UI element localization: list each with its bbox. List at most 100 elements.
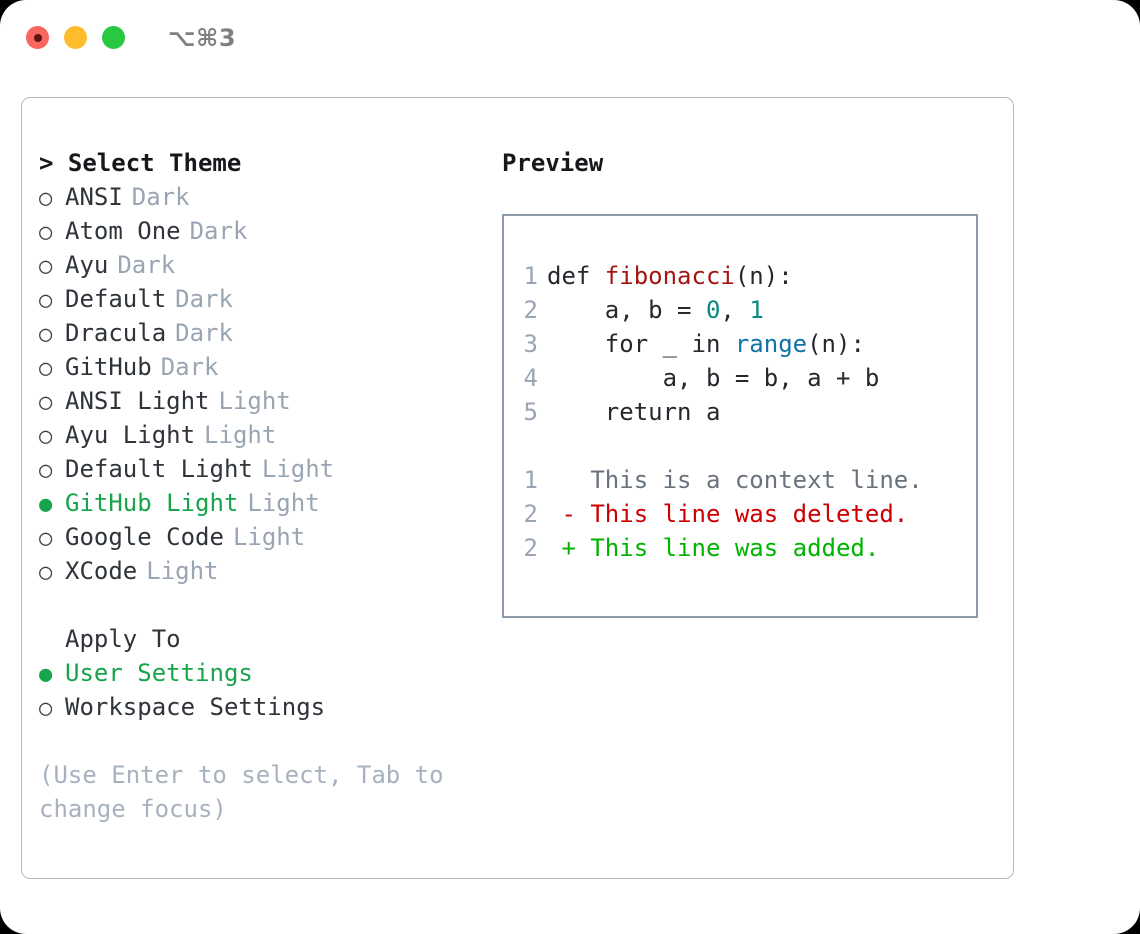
diff-line: 1 This is a context line. <box>504 463 976 497</box>
diff-line: 2 - This line was deleted. <box>504 497 976 531</box>
theme-item-variant: Light <box>218 387 291 415</box>
theme-item-variant: Dark <box>175 285 233 313</box>
code-line-number: 3 <box>523 330 538 358</box>
code-line: 3 for _ in range(n): <box>504 327 976 361</box>
apply-to-item[interactable]: ○ Workspace Settings <box>39 690 509 724</box>
apply-to-header-label: Apply To <box>65 625 181 653</box>
apply-to-item-label: Workspace Settings <box>65 693 326 721</box>
code-line-number: 2 <box>523 296 538 324</box>
apply-to-item[interactable]: ● User Settings <box>39 656 509 690</box>
radio-unselected-icon: ○ <box>39 186 53 211</box>
theme-item[interactable]: ○ Atom One Dark <box>39 214 509 248</box>
diff-line-number: 2 <box>523 534 538 562</box>
close-button[interactable] <box>26 26 49 49</box>
maximize-button[interactable] <box>102 26 125 49</box>
radio-unselected-icon: ○ <box>39 220 53 245</box>
theme-item[interactable]: ○ Dracula Dark <box>39 316 509 350</box>
code-line: 2 a, b = 0, 1 <box>504 293 976 327</box>
theme-item-variant: Light <box>247 489 320 517</box>
diff-line-content-added: + This line was added. <box>547 534 880 562</box>
code-line-content: return a <box>547 395 721 429</box>
code-token-plain: a, b = <box>547 296 706 324</box>
theme-item-label: GitHub Light <box>65 489 239 517</box>
keyboard-hint: (Use Enter to select, Tab to change focu… <box>39 761 444 823</box>
radio-unselected-icon: ○ <box>39 288 53 313</box>
theme-item-label: ANSI Light <box>65 387 210 415</box>
theme-item-label: Default Light <box>65 455 253 483</box>
radio-unselected-icon: ○ <box>39 696 53 721</box>
select-theme-header-label: > Select Theme <box>39 149 242 177</box>
window-controls <box>26 26 125 49</box>
theme-item-label: Atom One <box>65 217 181 245</box>
theme-item-label: Ayu Light <box>65 421 196 449</box>
diff-line: 2 + This line was added. <box>504 531 976 565</box>
code-token-plain: (n): <box>734 262 793 290</box>
apply-to-list[interactable]: ● User Settings ○ Workspace Settings <box>39 656 509 724</box>
theme-item-variant: Light <box>146 557 219 585</box>
code-line: 1 def fibonacci(n): <box>504 259 976 293</box>
diff-line-content-deleted: - This line was deleted. <box>547 500 909 528</box>
theme-item-label: GitHub <box>65 353 152 381</box>
theme-item-label: Google Code <box>65 523 224 551</box>
theme-item-variant: Dark <box>117 251 176 279</box>
title-bar: ⌥⌘3 <box>0 0 1140 76</box>
theme-item[interactable]: ○ Default Dark <box>39 282 509 316</box>
theme-item[interactable]: ○ Ayu Dark <box>39 248 509 282</box>
code-line: 5 return a <box>504 395 976 429</box>
apply-to-item-label: User Settings <box>65 659 253 687</box>
radio-unselected-icon: ○ <box>39 458 53 483</box>
select-theme-header: > Select Theme <box>39 146 509 180</box>
theme-item-variant: Dark <box>189 217 248 245</box>
code-line-number: 5 <box>523 398 538 426</box>
code-token-plain: for _ in <box>547 330 735 358</box>
radio-unselected-icon: ○ <box>39 322 53 347</box>
theme-item-variant: Light <box>204 421 277 449</box>
code-token-plain: a, b = b, a + b <box>547 364 880 392</box>
radio-selected-icon: ● <box>39 662 53 687</box>
code-line-content: for _ in range(n): <box>547 327 865 361</box>
theme-item[interactable]: ○ ANSI Light Light <box>39 384 509 418</box>
code-token-plain: (n): <box>807 330 865 358</box>
theme-item-variant: Dark <box>131 183 190 211</box>
radio-unselected-icon: ○ <box>39 424 53 449</box>
preview-title: Preview <box>502 149 604 177</box>
code-line: 4 a, b = b, a + b <box>504 361 976 395</box>
theme-item[interactable]: ○ GitHub Dark <box>39 350 509 384</box>
code-token-num: 0 <box>705 296 721 324</box>
diff-sample: 1 This is a context line.2 - This line w… <box>504 463 976 565</box>
radio-unselected-icon: ○ <box>39 390 53 415</box>
diff-line-number: 2 <box>523 500 538 528</box>
theme-item-label: Dracula <box>65 319 167 347</box>
theme-item-label: Default <box>65 285 167 313</box>
theme-item-variant: Light <box>261 455 335 483</box>
theme-item-variant: Dark <box>175 319 233 347</box>
apply-to-header: ○ Apply To <box>39 622 509 656</box>
minimize-button[interactable] <box>64 26 87 49</box>
theme-item-label: Ayu <box>65 251 109 279</box>
diff-line-content-context: This is a context line. <box>547 466 923 494</box>
code-line-number: 1 <box>523 262 538 290</box>
list-spacer <box>39 588 509 622</box>
theme-item[interactable]: ○ Default Light Light <box>39 452 509 486</box>
code-token-num: 1 <box>749 296 764 324</box>
theme-item[interactable]: ○ Ayu Light Light <box>39 418 509 452</box>
radio-unselected-icon: ○ <box>39 254 53 279</box>
diff-line-number: 1 <box>523 466 538 494</box>
theme-item-variant: Dark <box>160 353 219 381</box>
code-token-call: range <box>734 330 808 358</box>
code-token-plain: return a <box>547 398 721 426</box>
theme-item-variant: Light <box>232 523 306 551</box>
code-line-content: def fibonacci(n): <box>547 259 793 293</box>
radio-unselected-icon: ○ <box>39 356 53 381</box>
